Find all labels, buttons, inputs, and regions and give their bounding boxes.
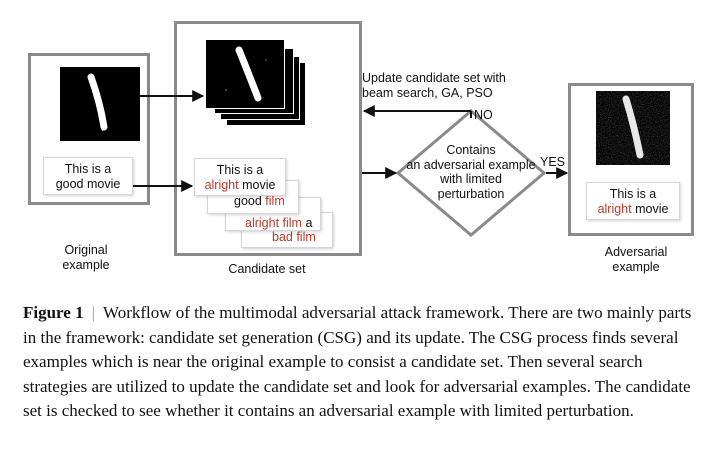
no-label: NO bbox=[474, 108, 493, 122]
adversarial-example-label: Adversarial example bbox=[604, 245, 668, 274]
original-digit-image bbox=[60, 67, 140, 141]
caption-text: Workflow of the multimodal adversarial a… bbox=[23, 303, 692, 420]
adversarial-text-box: This is a alright movie bbox=[586, 182, 680, 220]
candidate-text-card-2: good film bbox=[207, 180, 299, 214]
original-text-line1: This is a bbox=[64, 162, 112, 176]
figure-caption: Figure 1|Workflow of the multimodal adve… bbox=[23, 303, 692, 420]
figure-label: Figure 1 bbox=[23, 303, 84, 322]
candidate-set-label: Candidate set bbox=[228, 262, 306, 276]
decision-text: Contains an adversarial example with lim… bbox=[406, 143, 536, 201]
decision-diamond bbox=[395, 109, 547, 237]
original-text-line2: good movie bbox=[55, 177, 121, 191]
candidate-image-card-1 bbox=[205, 39, 285, 109]
adversarial-digit-image bbox=[596, 91, 670, 165]
original-example-label: Original example bbox=[62, 243, 110, 272]
original-text-box: This is a good movie bbox=[43, 157, 133, 195]
update-strategy-text: Update candidate set with beam search, G… bbox=[362, 71, 506, 100]
yes-label: YES bbox=[540, 155, 566, 169]
candidate-text-card-1: This is a alright movie bbox=[194, 158, 286, 196]
